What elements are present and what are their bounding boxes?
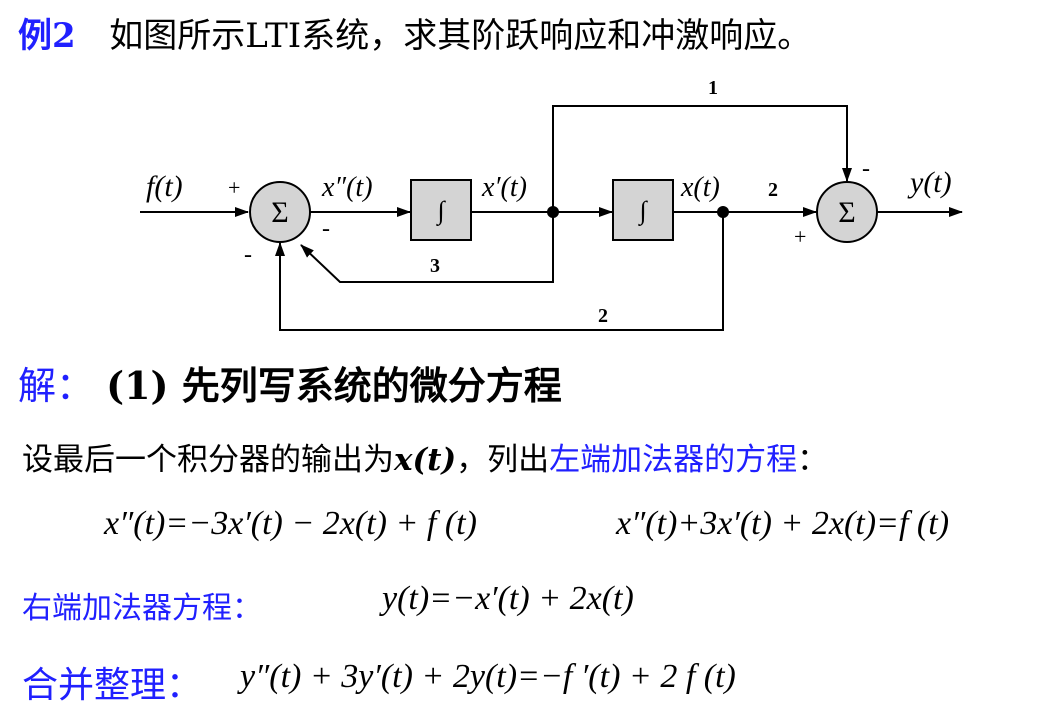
solution-heading: 解： (1) 先列写系统的微分方程	[18, 355, 562, 410]
example-label: 例2	[18, 16, 76, 56]
forward-gain-label: 2	[768, 179, 778, 201]
equation-merged: y″(t) + 3y′(t) + 2y(t)=−f ′(t) + 2 f (t)	[240, 658, 736, 695]
output-label: y(t)	[907, 166, 952, 199]
top-gain-label: 1	[708, 77, 718, 99]
assume-prefix: 设最后一个积分器的输出为	[22, 442, 394, 478]
x0-label: x(t)	[680, 172, 720, 203]
assume-mid: ，列出	[456, 442, 550, 478]
sum1-inner-sign: -	[322, 216, 330, 242]
integrator-1	[410, 179, 472, 241]
integrator-2	[612, 179, 674, 241]
inner-feedback-gain: 3	[430, 255, 440, 277]
inner-feedback-path	[300, 212, 554, 283]
equation-left-1: x″(t)=−3x′(t) − 2x(t) + f (t)	[104, 505, 477, 542]
integrator-2-symbol: ∫	[637, 196, 648, 226]
right-adder-label: 右端加法器方程：	[22, 591, 262, 626]
sum1-input-sign: +	[228, 175, 240, 200]
slide-title: 例2 如图所示LTI系统，求其阶跃响应和冲激响应。	[18, 8, 811, 57]
sum1-outer-sign: -	[244, 242, 252, 268]
top-feedforward-path	[552, 105, 852, 212]
outer-feedback-gain: 2	[598, 305, 608, 327]
input-label: f(t)	[146, 170, 183, 203]
sum2-bottom-sign: +	[794, 224, 806, 249]
assumption-line: 设最后一个积分器的输出为x(t)，列出左端加法器的方程：	[22, 434, 828, 479]
equation-right: y(t)=−x′(t) + 2x(t)	[382, 580, 634, 617]
assume-suffix: ：	[797, 442, 829, 478]
integrator-1-symbol: ∫	[435, 196, 446, 226]
solution-label: 解：	[18, 364, 95, 408]
x2-label: x″(t)	[321, 172, 373, 203]
block-diagram: f(t) + Σ x″(t) - ∫ x′(t) ∫ x(t) 2 + 1 -	[140, 77, 963, 331]
title-text: 如图所示LTI系统，求其阶跃响应和冲激响应。	[109, 16, 812, 56]
assume-var: x(t)	[394, 442, 457, 478]
summer-1-symbol: Σ	[271, 196, 288, 229]
merge-label: 合并整理：	[22, 665, 203, 706]
sum2-top-sign: -	[862, 156, 870, 182]
summer-2-symbol: Σ	[838, 196, 855, 229]
solution-step: (1) 先列写系统的微分方程	[106, 363, 562, 408]
assume-blue: 左端加法器的方程	[549, 442, 798, 478]
equation-left-2: x″(t)+3x′(t) + 2x(t)=f (t)	[616, 505, 950, 542]
x1-label: x′(t)	[481, 172, 527, 203]
outer-feedback-path	[275, 212, 724, 331]
